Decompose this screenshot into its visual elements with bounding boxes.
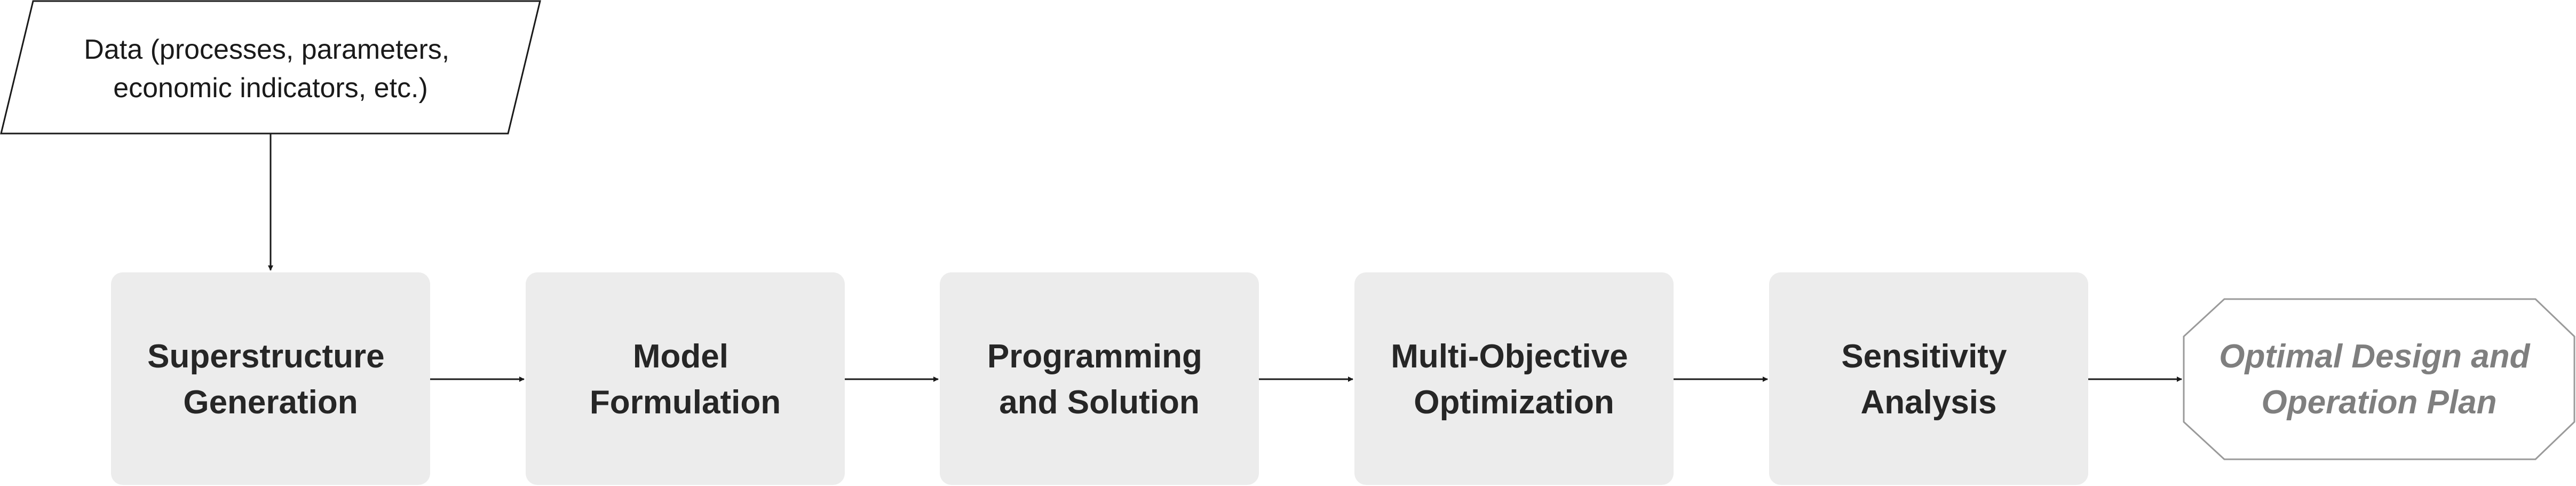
output-label-line-1: Optimal Design and bbox=[2219, 338, 2530, 375]
step-label: Model Formulation bbox=[590, 338, 781, 421]
output-label: Optimal Design and Operation Plan bbox=[2219, 338, 2539, 421]
step-label-line-2: Analysis bbox=[1860, 384, 1996, 421]
step-label-line-1: Programming bbox=[987, 338, 1202, 375]
step-label: Superstructure Generation bbox=[147, 338, 394, 421]
step-box bbox=[1354, 272, 1674, 485]
step-box bbox=[526, 272, 845, 485]
output-label-line-2: Operation Plan bbox=[2262, 384, 2497, 421]
step-sensitivity-analysis: Sensitivity Analysis bbox=[1769, 272, 2088, 485]
step-label-line-1: Superstructure bbox=[147, 338, 384, 375]
step-label-line-1: Sensitivity bbox=[1841, 338, 2007, 375]
step-label-line-1: Multi-Objective bbox=[1391, 338, 1628, 375]
input-parallelogram bbox=[0, 0, 541, 135]
input-text-line-1: Data (processes, parameters, bbox=[84, 34, 449, 65]
step-label: Multi-Objective Optimization bbox=[1391, 338, 1637, 421]
input-text: Data (processes, parameters, economic in… bbox=[84, 34, 457, 104]
step-label: Programming and Solution bbox=[987, 338, 1211, 421]
step-label-line-1: Model bbox=[633, 338, 728, 375]
step-box bbox=[111, 272, 430, 485]
step-box bbox=[1769, 272, 2088, 485]
step-label-line-2: Generation bbox=[183, 384, 358, 421]
step-label-line-2: Formulation bbox=[590, 384, 781, 421]
step-multi-objective-optimization: Multi-Objective Optimization bbox=[1354, 272, 1674, 485]
input-data-node: Data (processes, parameters, economic in… bbox=[0, 0, 541, 135]
step-box bbox=[940, 272, 1259, 485]
step-label-line-2: Optimization bbox=[1414, 384, 1614, 421]
input-text-line-2: economic indicators, etc.) bbox=[113, 73, 428, 104]
step-label: Sensitivity Analysis bbox=[1841, 338, 2016, 421]
step-superstructure-generation: Superstructure Generation bbox=[111, 272, 430, 485]
output-node: Optimal Design and Operation Plan bbox=[2183, 298, 2575, 460]
step-label-line-2: and Solution bbox=[999, 384, 1199, 421]
step-programming-and-solution: Programming and Solution bbox=[940, 272, 1259, 485]
step-model-formulation: Model Formulation bbox=[526, 272, 845, 485]
output-octagon bbox=[2183, 298, 2575, 460]
